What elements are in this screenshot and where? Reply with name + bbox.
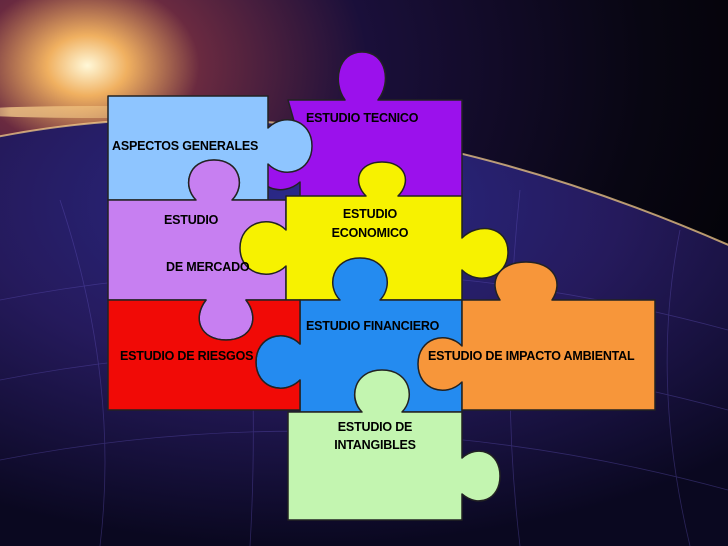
label-estudio-impacto: ESTUDIO DE IMPACTO AMBIENTAL	[428, 349, 635, 363]
label-estudio-tecnico: ESTUDIO TECNICO	[306, 111, 419, 125]
label-estudio-riesgos: ESTUDIO DE RIESGOS	[120, 349, 254, 363]
label-intangibles-line1: ESTUDIO DE	[337, 420, 413, 434]
piece-economico	[239, 161, 509, 301]
label-mercado-line2: DE MERCADO	[166, 260, 250, 274]
label-mercado-line1: ESTUDIO	[164, 213, 219, 227]
piece-intangibles	[287, 369, 501, 521]
piece-riesgos	[107, 299, 301, 411]
label-economico-line1: ESTUDIO	[342, 207, 398, 221]
label-estudio-financiero: ESTUDIO FINANCIERO	[306, 319, 440, 333]
label-economico-line2: ECONOMICO	[331, 226, 409, 240]
label-aspectos-generales: ASPECTOS GENERALES	[112, 139, 259, 153]
label-intangibles-line2: INTANGIBLES	[334, 438, 416, 452]
piece-impacto	[417, 261, 656, 411]
